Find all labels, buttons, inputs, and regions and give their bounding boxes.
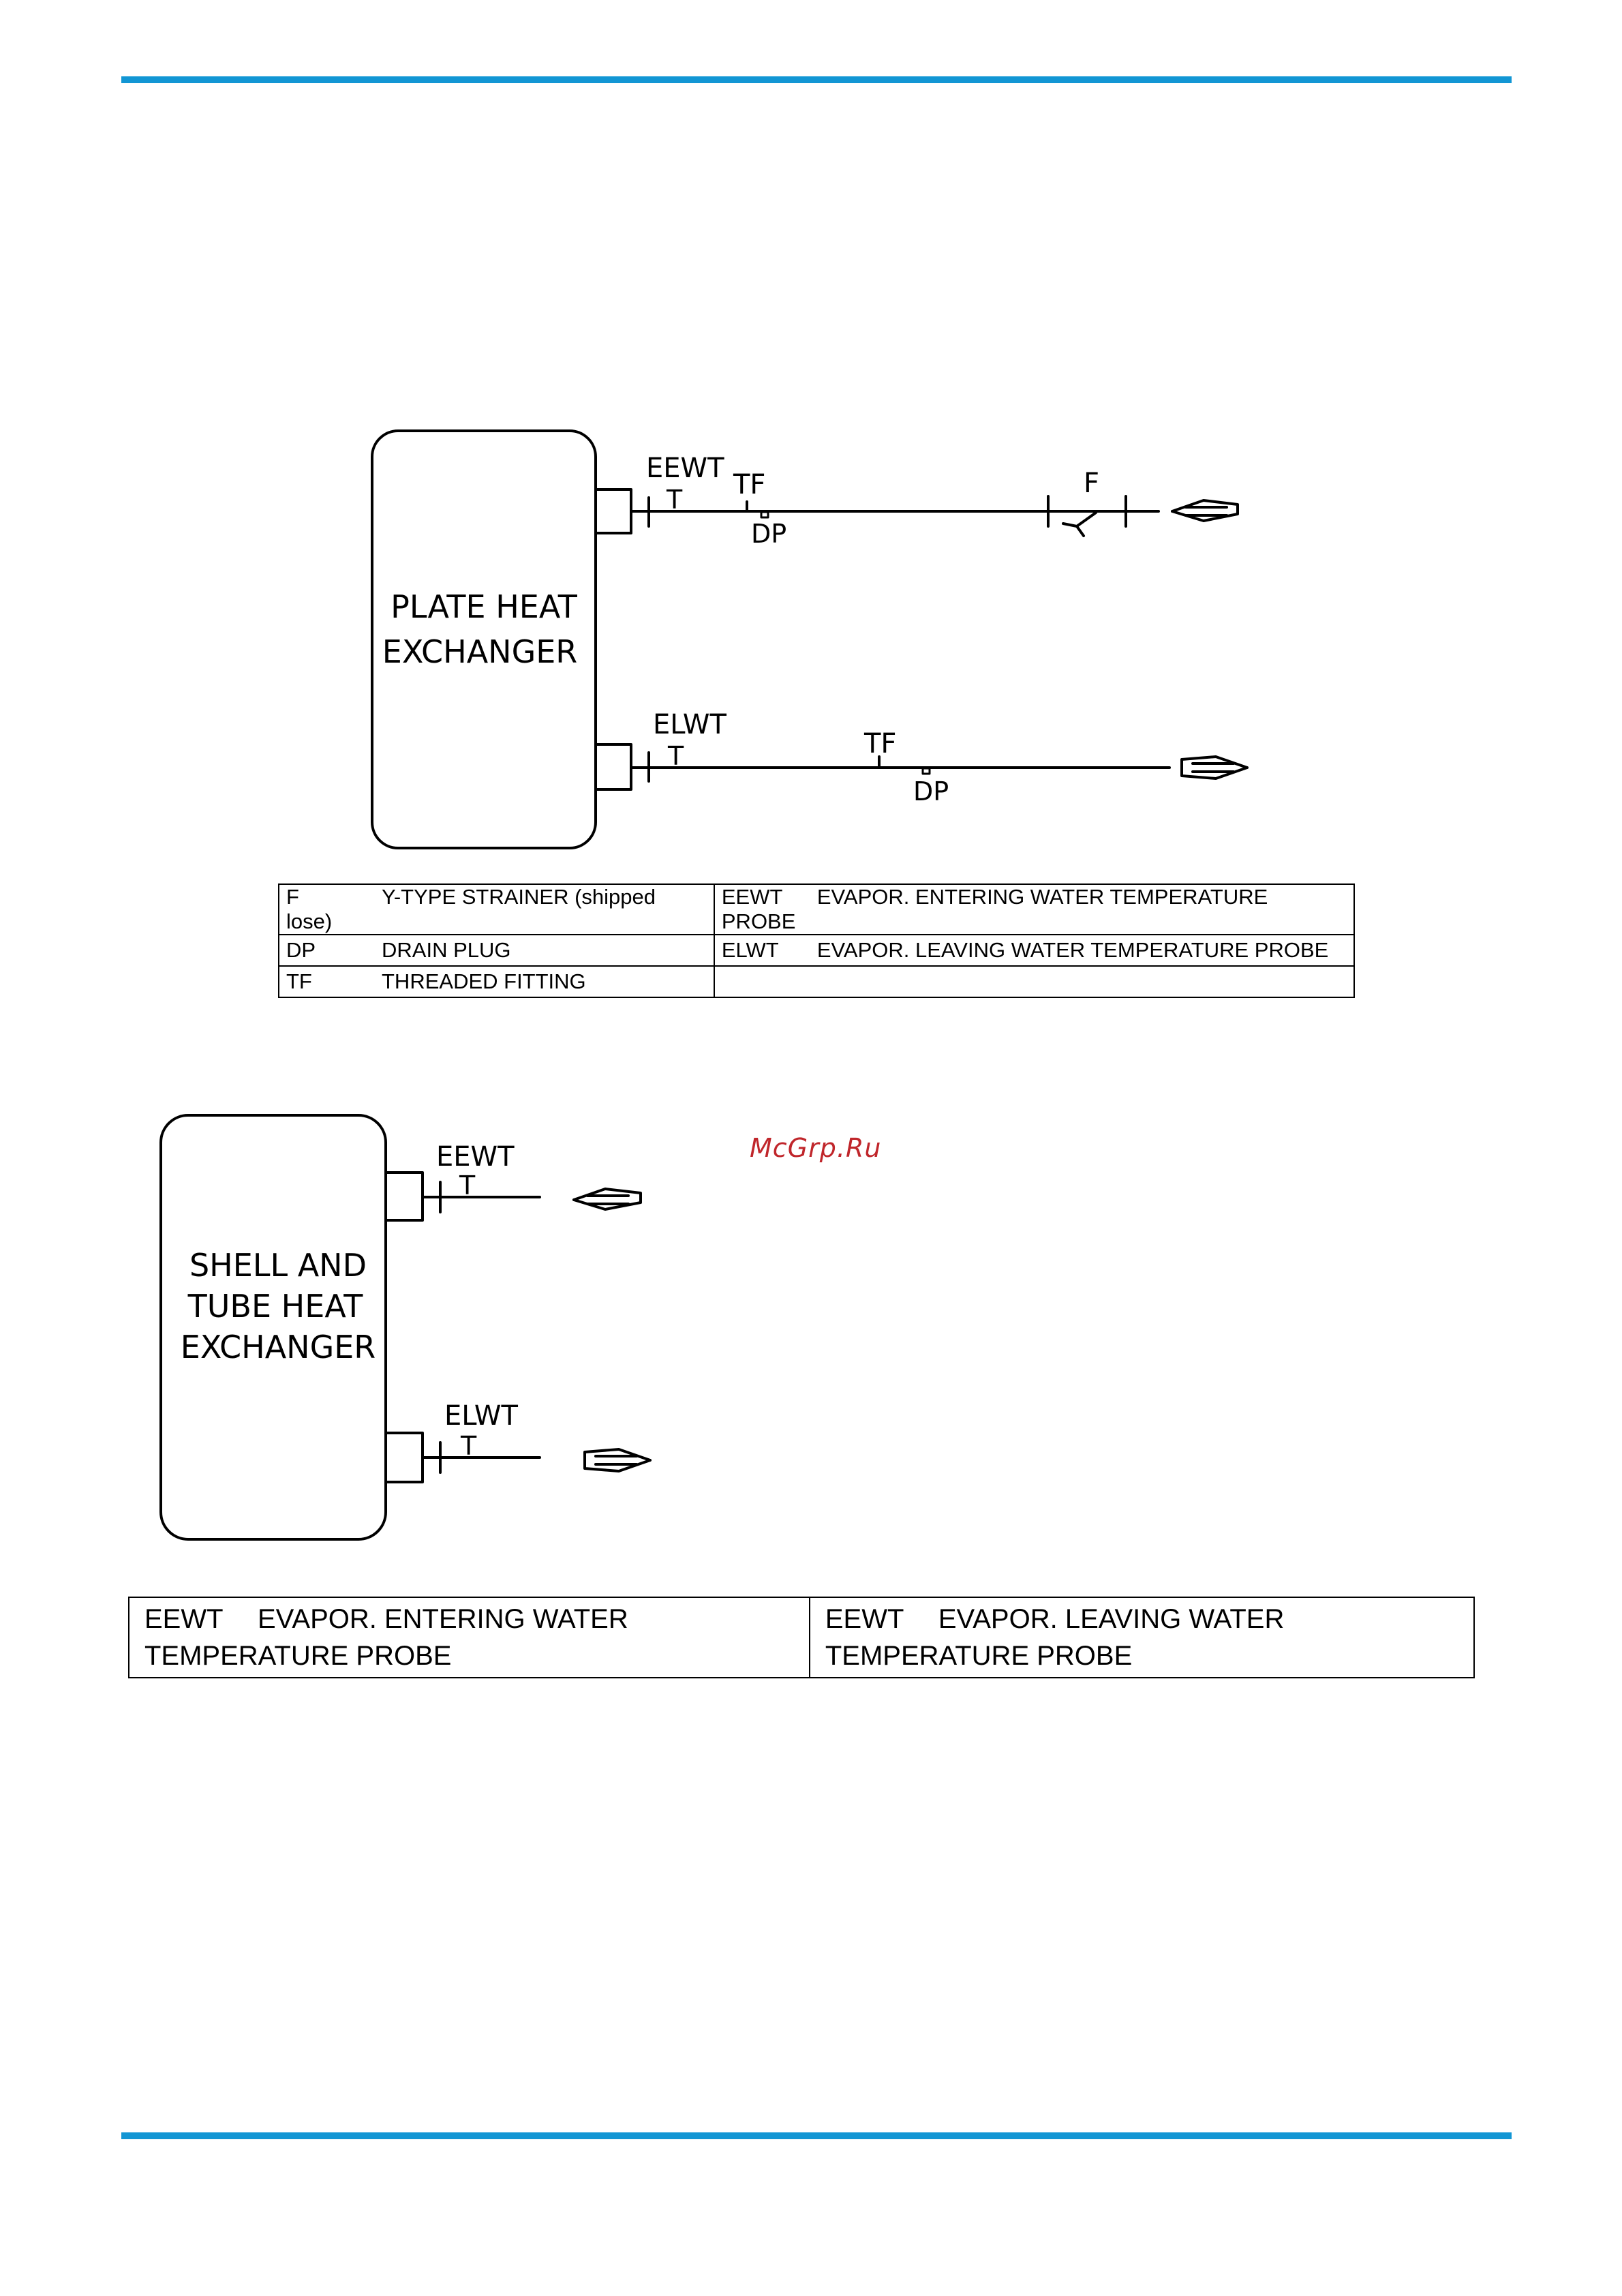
- legend-desc: EVAPOR. LEAVING WATER TEMPERATURE PROBE: [816, 938, 1329, 962]
- legend-cell: ELWT EVAPOR. LEAVING WATER TEMPERATURE PR…: [713, 934, 1356, 967]
- plate-hx-label-line1: PLATE HEAT: [391, 588, 578, 625]
- legend-code: EEWT: [825, 1604, 904, 1634]
- legend-cell: [713, 965, 1356, 998]
- table-row: DP DRAIN PLUG ELWT EVAPOR. LEAVING WATER T…: [278, 934, 1356, 967]
- outlet-connection: [594, 743, 632, 791]
- table-row: TF THREADED FITTING: [278, 965, 1356, 998]
- outlet-fitting-label: TF: [863, 728, 896, 759]
- legend-code: F: [286, 885, 299, 909]
- outlet-arrow-2-icon: [583, 1448, 652, 1472]
- legend-code: DP: [286, 938, 316, 962]
- legend-cell: TF THREADED FITTING: [278, 965, 715, 998]
- outlet-connection-2: [384, 1432, 424, 1483]
- legend-code: TF: [286, 969, 312, 993]
- inlet-probe-symbol-2: T: [459, 1170, 476, 1200]
- inlet-connection: [594, 488, 632, 534]
- legend-desc: EVAPOR. LEAVING WATER TEMPERATURE PROBE: [825, 1604, 1285, 1671]
- legend-code: EEWT: [721, 885, 783, 909]
- bottom-rule: [121, 2132, 1512, 2139]
- legend-desc: EVAPOR. ENTERING WATER TEMPERATURE PROBE: [144, 1604, 628, 1671]
- inlet-fitting-label: TF: [733, 469, 765, 500]
- inlet-drain-label: DP: [751, 519, 786, 549]
- inlet-probe-label: EEWT: [646, 453, 724, 484]
- shell-hx-label-line2: TUBE HEAT: [187, 1288, 364, 1325]
- shell-tube-heat-exchanger-body: [159, 1114, 387, 1541]
- legend-desc: Y-TYPE STRAINER (shipped lose): [286, 885, 656, 933]
- inlet-probe-symbol: T: [666, 485, 683, 515]
- legend-desc: EVAPOR. ENTERING WATER TEMPERATURE PROBE: [721, 885, 1268, 933]
- legend-cell: DP DRAIN PLUG: [278, 934, 715, 967]
- outlet-probe-symbol: T: [667, 741, 684, 771]
- inlet-arrow-icon: [1171, 499, 1239, 522]
- shell-hx-label-line3: EXCHANGER: [181, 1329, 376, 1365]
- inlet-connection-2: [384, 1171, 424, 1222]
- plate-heat-exchanger-body: [371, 429, 597, 849]
- outlet-probe-symbol-2: T: [460, 1431, 477, 1461]
- legend-desc: THREADED FITTING: [382, 969, 586, 993]
- shell-hx-label-line1: SHELL AND: [189, 1247, 367, 1284]
- outlet-probe-label-2: ELWT: [444, 1400, 518, 1432]
- inlet-arrow-2-icon: [572, 1188, 642, 1211]
- legend-desc: DRAIN PLUG: [382, 938, 511, 962]
- plate-hx-label-line2: EXCHANGER: [382, 633, 578, 670]
- legend-code: EEWT: [144, 1604, 224, 1634]
- outlet-probe-label: ELWT: [653, 709, 726, 740]
- y-strainer: [1062, 511, 1097, 528]
- inlet-probe-label-2: EEWT: [436, 1141, 515, 1173]
- strainer-label: F: [1084, 468, 1099, 499]
- top-rule: [121, 76, 1512, 83]
- outlet-drain-label: DP: [913, 776, 949, 806]
- legend-code: ELWT: [721, 938, 779, 962]
- outlet-arrow-icon: [1180, 755, 1249, 780]
- watermark: McGrp.Ru: [750, 1133, 882, 1163]
